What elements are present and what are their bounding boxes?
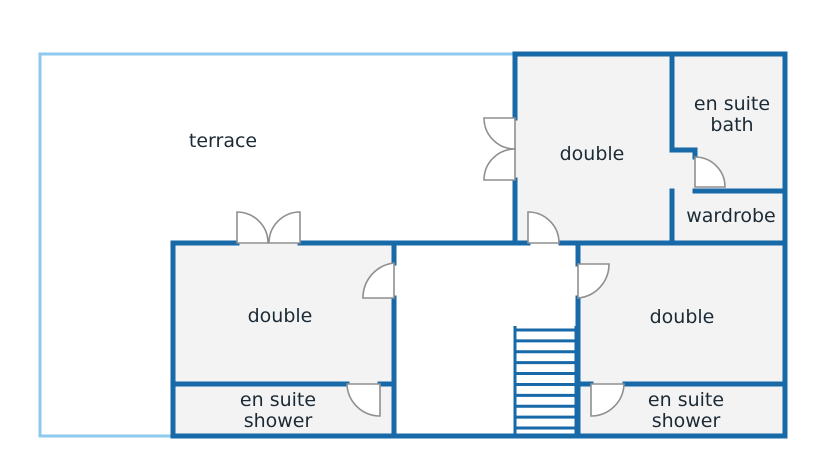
en-suite-bath-line2: bath — [710, 114, 754, 136]
bath-door — [694, 156, 726, 188]
en-suite-bath-fill — [672, 55, 785, 191]
terrace-outline — [38, 52, 515, 438]
hall-to-left-door — [362, 262, 395, 299]
left-shower-line2: shower — [243, 410, 313, 432]
en-suite-bath-label: en suite bath — [680, 94, 784, 136]
terrace-door-upper-bottom — [483, 148, 516, 181]
left-double-label: double — [247, 305, 313, 327]
terrace-label: terrace — [188, 130, 258, 152]
right-shower-label: en suite shower — [634, 390, 738, 432]
hall-to-upper-door — [527, 211, 560, 244]
left-double-fill — [173, 244, 394, 384]
hall-to-right-door — [577, 263, 610, 299]
doors — [236, 117, 726, 417]
right-double-fill — [578, 244, 785, 384]
right-shower-door — [590, 383, 625, 417]
en-suite-bath-line1: en suite — [693, 93, 771, 115]
right-shower-line1: en suite — [647, 389, 725, 411]
upper-double-label: double — [559, 143, 625, 165]
right-shower-line2: shower — [651, 410, 721, 432]
walls — [170, 51, 788, 439]
terrace-door-left-b — [268, 211, 301, 244]
upper-double-fill — [515, 55, 672, 243]
wardrobe-fill — [672, 191, 785, 243]
terrace-door-upper-top — [483, 117, 516, 150]
right-double-label: double — [649, 306, 715, 328]
terrace-door-left-a — [236, 211, 269, 244]
left-shower-label: en suite shower — [226, 390, 330, 432]
left-shower-door — [346, 383, 381, 417]
staircase — [513, 326, 578, 436]
left-shower-line1: en suite — [239, 389, 317, 411]
wardrobe-label: wardrobe — [686, 205, 776, 227]
